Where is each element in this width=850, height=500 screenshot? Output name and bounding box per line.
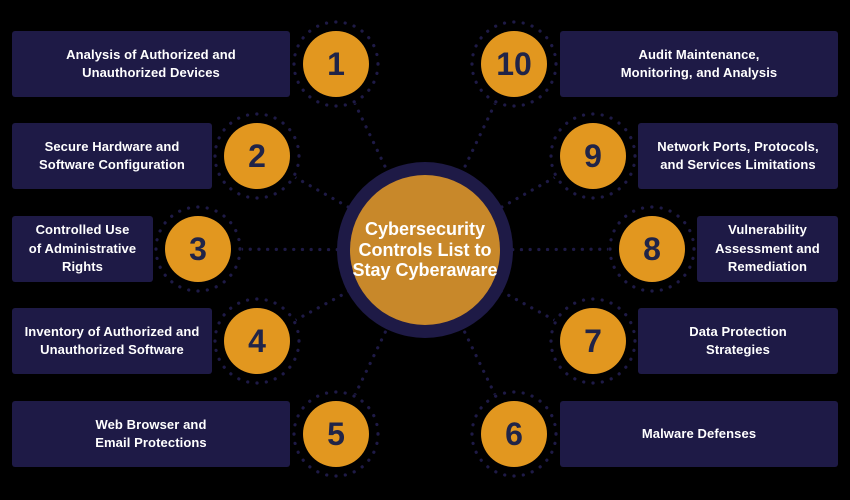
control-label-5: Web Browser and Email Protections [95, 416, 207, 450]
center-hub [337, 162, 513, 338]
node-number-8: 8 [643, 230, 661, 267]
node-number-1: 1 [327, 45, 345, 82]
control-label-6: Malware Defenses [641, 425, 757, 441]
spoke-7 [423, 248, 595, 343]
spoke-3 [196, 247, 427, 252]
control-bar-6: Malware Defenses [560, 401, 838, 467]
control-bar-5: Web Browser and Email Protections [12, 401, 290, 467]
node-1 [292, 20, 380, 108]
control-bar-2: Secure Hardware and Software Configurati… [12, 123, 212, 189]
control-bar-10: Audit Maintenance, Monitoring, and Analy… [560, 31, 838, 97]
node-5 [292, 390, 380, 478]
node-number-3: 3 [189, 230, 207, 267]
control-bar-9: Network Ports, Protocols, and Services L… [638, 123, 838, 189]
control-bar-8: Vulnerability Assessment and Remediation [697, 216, 838, 282]
node-3 [154, 205, 242, 293]
node-number-7: 7 [584, 322, 602, 359]
control-label-2: Secure Hardware and Software Configurati… [39, 138, 185, 172]
control-label-7: Data Protection Strategies [689, 323, 787, 357]
control-bar-4: Inventory of Authorized and Unauthorized… [12, 308, 212, 374]
center-hub-circle [350, 175, 500, 325]
number-nodes [154, 20, 696, 478]
control-label-9: Network Ports, Protocols, and Services L… [657, 138, 819, 172]
control-label-10: Audit Maintenance, Monitoring, and Analy… [620, 46, 778, 80]
control-label-8: Vulnerability Assessment and Remediation [715, 222, 820, 275]
node-8 [608, 205, 696, 293]
node-6 [470, 390, 558, 478]
node-number-5: 5 [327, 415, 345, 452]
control-bar-3: Controlled Use of Administrative Rights [12, 216, 153, 282]
node-number-6: 6 [505, 415, 523, 452]
control-bar-7: Data Protection Strategies [638, 308, 838, 374]
node-9 [549, 112, 637, 200]
control-label-3: Controlled Use of Administrative Rights [28, 222, 137, 275]
node-number-2: 2 [248, 137, 266, 174]
node-number-10: 10 [496, 45, 532, 82]
node-2 [213, 112, 301, 200]
control-bar-1: Analysis of Authorized and Unauthorized … [12, 31, 290, 97]
spoke-8 [423, 247, 654, 252]
node-7 [549, 297, 637, 385]
node-10 [470, 20, 558, 108]
spoke-9 [423, 154, 595, 252]
control-label-1: Analysis of Authorized and Unauthorized … [66, 46, 236, 80]
center-title: Cybersecurity Controls List to Stay Cybe… [352, 219, 498, 281]
spoke-4 [255, 248, 427, 343]
spoke-2 [255, 154, 427, 252]
node-number-4: 4 [248, 322, 266, 359]
node-number-9: 9 [584, 137, 602, 174]
node-4 [213, 297, 301, 385]
control-label-4: Inventory of Authorized and Unauthorized… [24, 323, 200, 357]
